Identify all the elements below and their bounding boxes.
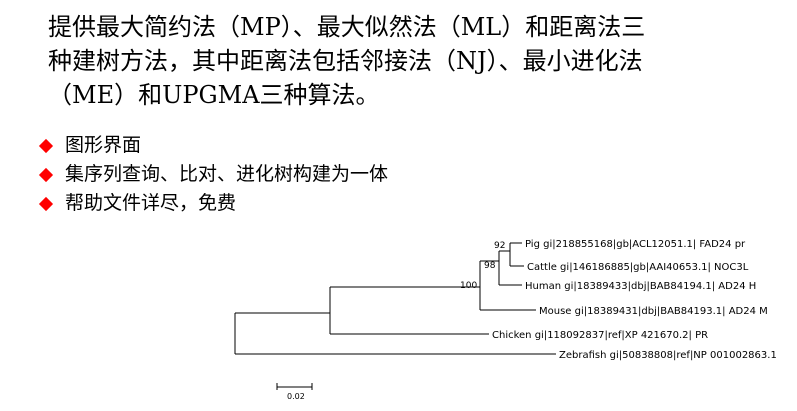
feature-item: 集序列查询、比对、进化树构建为一体 (38, 160, 388, 189)
taxon-label: Chicken gi|118092837|ref|XP 421670.2| PR (492, 330, 708, 341)
taxon-label: Human gi|18389433|dbj|BAB84194.1| AD24 H (525, 281, 756, 292)
taxon-label: Pig gi|218855168|gb|ACL12051.1| FAD24 pr (525, 239, 746, 250)
scale-bar-label: 0.02 (287, 392, 305, 401)
feature-item: 图形界面 (38, 131, 388, 160)
bootstrap-value: 98 (484, 261, 496, 271)
bootstrap-value: 92 (494, 241, 505, 251)
taxon-label: Mouse gi|18389431|dbj|BAB84193.1| AD24 M (539, 306, 768, 317)
taxon-label: Zebrafish gi|50838808|ref|NP 001002863.1 (559, 350, 777, 361)
feature-item: 帮助文件详尽，免费 (38, 189, 388, 218)
taxon-label: Cattle gi|146186885|gb|AAI40653.1| NOC3L (527, 262, 749, 273)
intro-line: 种建树方法，其中距离法包括邻接法（NJ）、最小进化法 (48, 47, 643, 75)
feature-text: 集序列查询、比对、进化树构建为一体 (65, 163, 389, 185)
feature-text: 图形界面 (65, 134, 142, 156)
intro-line: （ME）和UPGMA三种算法。 (48, 81, 380, 109)
feature-list: 图形界面 集序列查询、比对、进化树构建为一体 帮助文件详尽，免费 (38, 131, 388, 218)
bootstrap-value: 100 (460, 281, 477, 291)
feature-text: 帮助文件详尽，免费 (65, 192, 237, 214)
intro-line: 提供最大简约法（MP）、最大似然法（ML）和距离法三 (48, 13, 646, 41)
intro-paragraph: 提供最大简约法（MP）、最大似然法（ML）和距离法三 种建树方法，其中距离法包括… (48, 10, 788, 112)
